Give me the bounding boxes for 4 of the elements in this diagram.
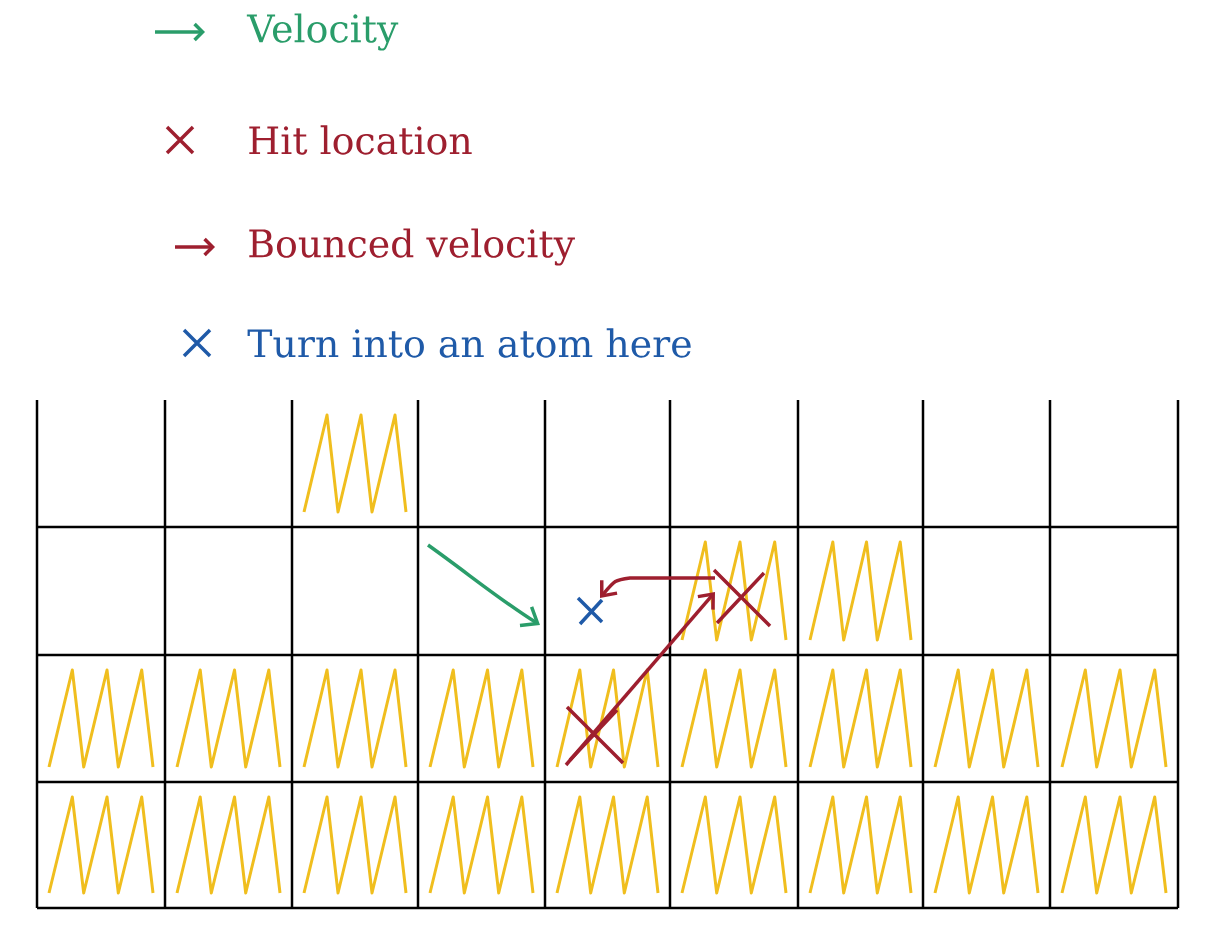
legend-label: Bounced velocity: [249, 228, 575, 266]
legend-label: Turn into an atom here: [247, 328, 691, 358]
legend-label: Velocity: [246, 13, 399, 51]
legend-label: Hit location: [249, 125, 472, 155]
